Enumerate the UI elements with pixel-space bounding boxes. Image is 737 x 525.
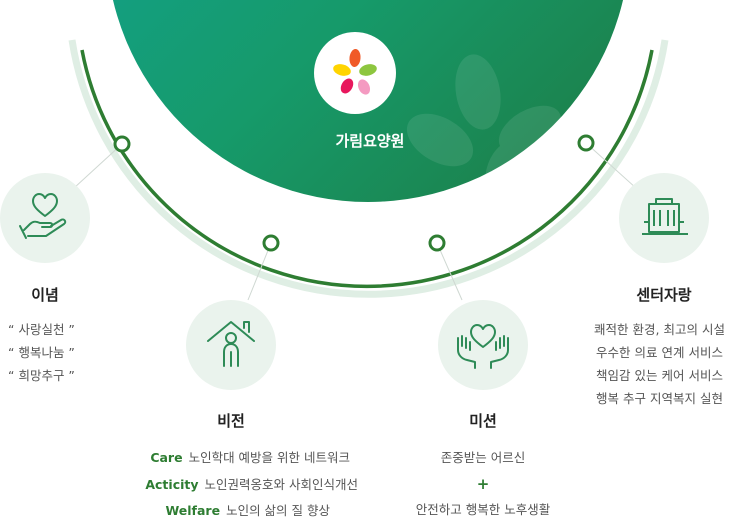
mission-line1: 존중받는 어르신 [440, 450, 526, 465]
icon-bg-mission [438, 300, 528, 390]
icon-bg-philosophy [0, 173, 90, 263]
connector-mission [436, 242, 463, 301]
connector-pride [585, 142, 637, 189]
vision-items: Care 노인학대 예방을 위한 네트워크 Acticity 노인권력옹호와 사회인… [90, 445, 370, 525]
pride-title: 센터자랑 [636, 286, 692, 304]
philosophy-line: “ 희망추구 ” [8, 368, 75, 383]
connector-philosophy [73, 143, 123, 189]
vision-item: Care 노인학대 예방을 위한 네트워크 [90, 445, 370, 472]
mission-plus: + [476, 475, 490, 493]
outer-ring-fade [68, 39, 669, 298]
building-icon [642, 198, 688, 235]
vision-title: 비전 [217, 412, 245, 430]
hands-heart-icon [457, 324, 509, 369]
mission-lines: 존중받는 어르신 + 안전하고 행복한 노후생활 [383, 445, 583, 523]
pride-lines: 쾌적한 환경, 최고의 시설 우수한 의료 연계 서비스 책임감 있는 케어 서… [582, 318, 737, 410]
vision-item: Welfare 노인의 삶의 질 향상 [90, 498, 370, 525]
vision-keyword: Care [150, 450, 183, 465]
arc-node-philosophy [113, 135, 131, 153]
vision-keyword: Acticity [145, 476, 199, 492]
pride-line: 우수한 의료 연계 서비스 [596, 345, 723, 360]
house-person-icon [207, 321, 255, 367]
vision-keyword: Welfare [165, 503, 221, 518]
philosophy-title: 이념 [31, 286, 59, 304]
philosophy-lines: “ 사랑실천 ” “ 행복나눔 ” “ 희망추구 ” [8, 318, 128, 387]
arc-node-pride [577, 134, 595, 152]
flower-logo-icon [314, 32, 396, 114]
arc-node-mission [428, 234, 446, 252]
pride-line: 행복 추구 지역복지 실현 [596, 391, 723, 406]
center-title: 가림요양원 [335, 132, 405, 150]
mission-line2: 안전하고 행복한 노후생활 [415, 502, 551, 517]
pride-line: 쾌적한 환경, 최고의 시설 [594, 322, 725, 337]
vision-text: 노인권력옹호와 사회인식개선 [204, 476, 358, 492]
vision-text: 노인학대 예방을 위한 네트워크 [188, 450, 350, 465]
orbit-arc [80, 49, 654, 289]
philosophy-line: “ 사랑실천 ” [8, 322, 75, 337]
icon-bg-pride [619, 173, 709, 263]
connector-vision [247, 242, 272, 301]
philosophy-line: “ 행복나눔 ” [8, 345, 75, 360]
watermark-flower-icon [406, 54, 562, 199]
vision-text: 노인의 삶의 질 향상 [226, 503, 330, 518]
heart-hand-icon [19, 193, 67, 239]
arc-node-vision [262, 234, 280, 252]
mission-title: 미션 [469, 412, 497, 430]
pride-line: 책임감 있는 케어 서비스 [596, 368, 723, 383]
vision-item: Acticity 노인권력옹호와 사회인식개선 [90, 472, 370, 499]
